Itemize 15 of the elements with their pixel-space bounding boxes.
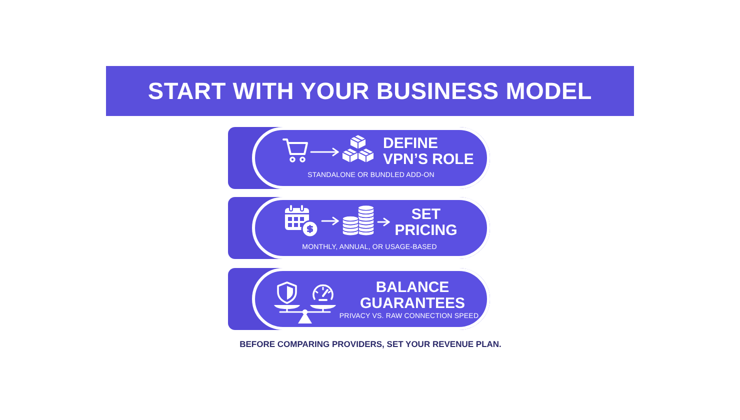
footer-note: BEFORE COMPARING PROVIDERS, SET YOUR REVENUE PLAN. [240,339,502,350]
shopping-cart-icon [282,137,308,163]
step-heading: BALANCE GUARANTEES [358,280,466,312]
step-heading: DEFINE VPN’S ROLE [383,136,475,168]
step-card [228,127,490,189]
step-card [228,268,490,330]
step-heading: SET PRICING [392,207,460,239]
arrow [377,218,390,226]
calendar-with-dollar-coin-icon [284,204,319,238]
step-card [228,197,490,259]
title-banner: START WITH YOUR BUSINESS MODEL [106,66,634,116]
coin-stacks-icon [341,205,375,236]
arrow [310,148,339,156]
arrow [321,216,339,226]
stacked-boxes-icon [341,134,375,164]
